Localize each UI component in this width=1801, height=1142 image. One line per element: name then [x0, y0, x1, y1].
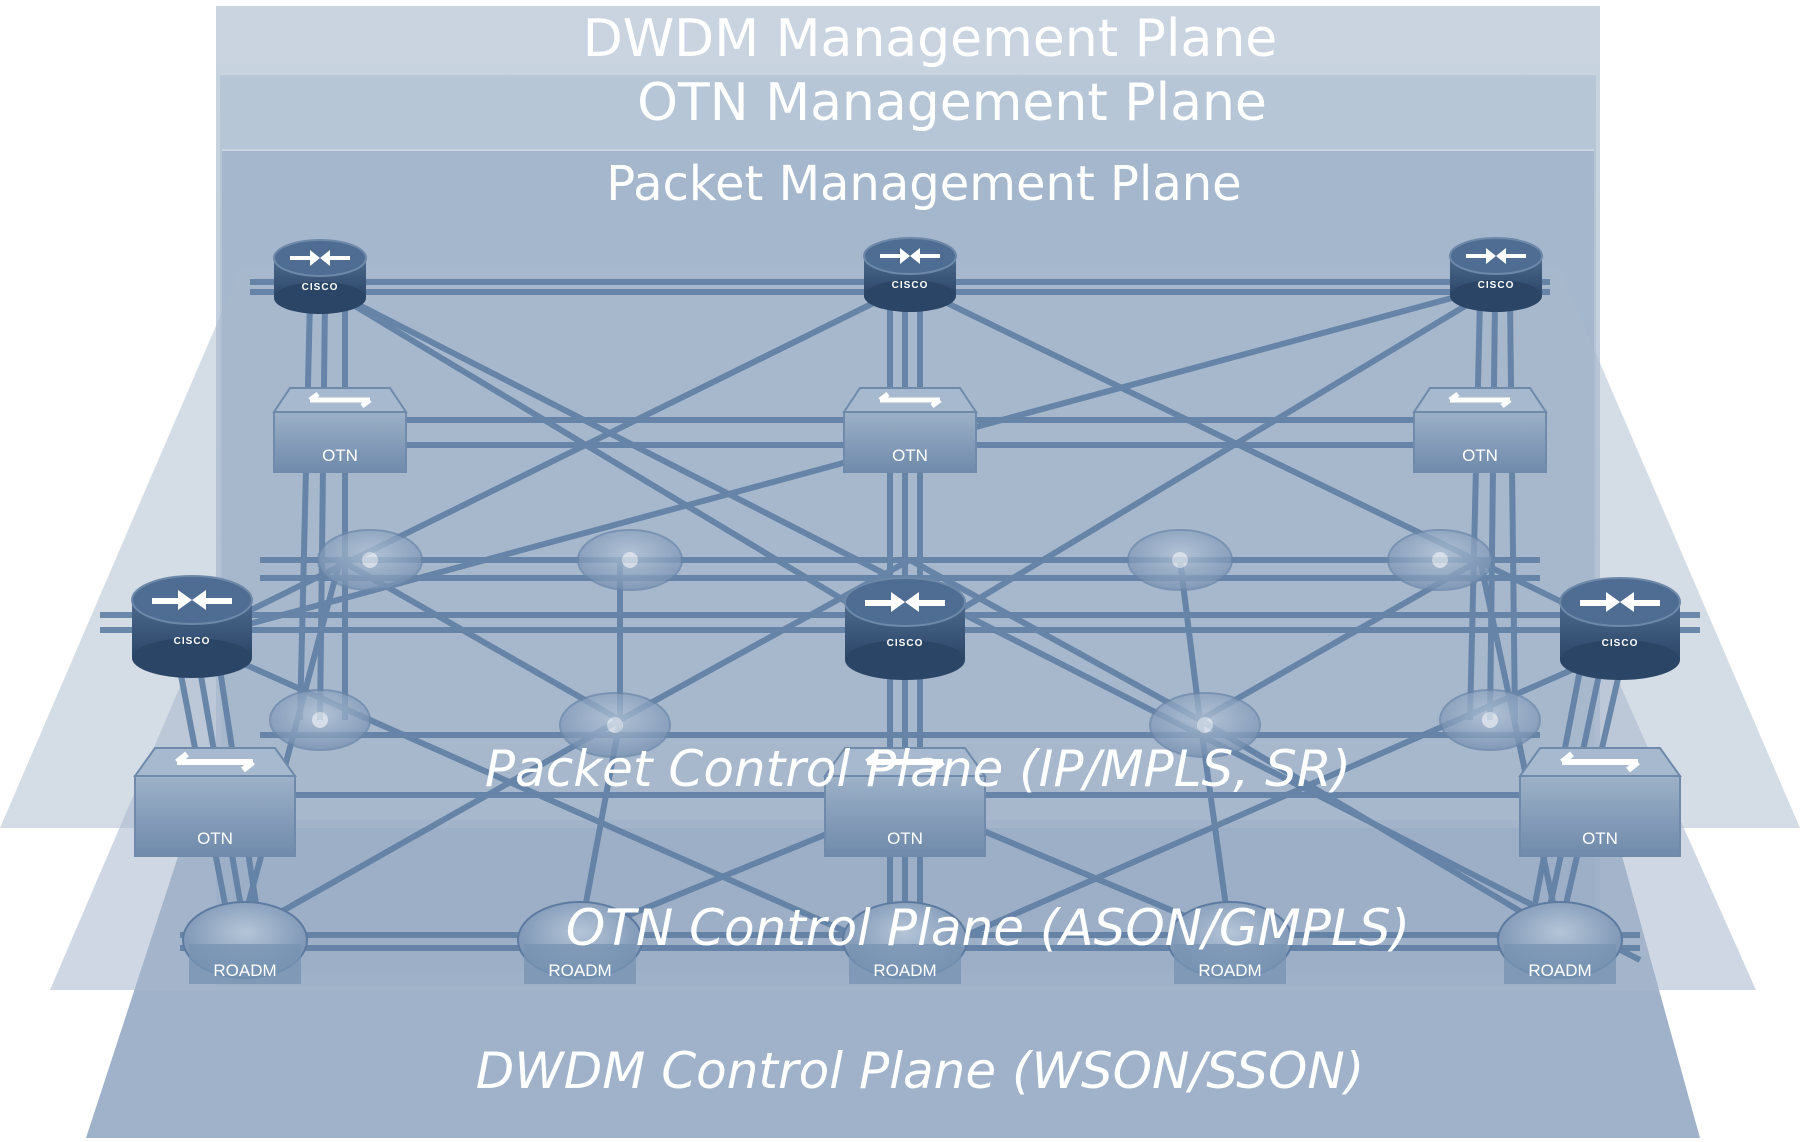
- otn-switch: OTN: [1412, 387, 1548, 473]
- roadm-label: ROADM: [1528, 961, 1591, 980]
- packet-management-plane-label: Packet Management Plane: [606, 156, 1241, 212]
- link: [1487, 299, 1498, 721]
- hub-node: [1127, 529, 1233, 591]
- dwdm-control-plane-label: DWDM Control Plane (WSON/SSON): [476, 1042, 1364, 1100]
- routers: CISCO CISCO CISCO: [131, 237, 1681, 680]
- roadm-label: ROADM: [213, 961, 276, 980]
- otn-switch: OTN: [842, 387, 978, 473]
- hub-node: [317, 529, 423, 591]
- packet-hubs: [269, 529, 1541, 758]
- otn-management-plane-label: OTN Management Plane: [637, 73, 1267, 133]
- roadm-label: ROADM: [548, 961, 611, 980]
- router-node: CISCO: [1559, 577, 1681, 680]
- router-node: CISCO: [273, 239, 367, 314]
- router-arrows-icon: [1580, 592, 1660, 612]
- link: [1198, 717, 1562, 938]
- cisco-logo: CISCO: [302, 282, 339, 293]
- cisco-logo: CISCO: [1602, 638, 1639, 649]
- link: [908, 557, 1202, 723]
- cisco-logo: CISCO: [892, 280, 929, 291]
- hub-node: [559, 692, 671, 758]
- otn-switch: OTN: [272, 387, 408, 473]
- packet-control-plane: [0, 270, 1800, 828]
- link: [1467, 299, 1483, 721]
- link: [297, 299, 313, 721]
- hub-node: [1439, 689, 1541, 751]
- plane-labels: DWDM Management Plane OTN Management Pla…: [476, 9, 1410, 1100]
- router-arrows-icon: [1466, 248, 1526, 264]
- otn-switch: OTN: [1518, 747, 1682, 857]
- otn-control-plane-label: OTN Control Plane (ASON/GMPLS): [566, 899, 1410, 957]
- otn-label: OTN: [887, 829, 923, 848]
- roadm-node: ROADM: [517, 901, 643, 984]
- router-node: CISCO: [1449, 237, 1543, 312]
- roadm-nodes: ROADM ROADM ROADM ROADM ROADM: [182, 901, 1623, 984]
- hub-node: [1387, 529, 1493, 591]
- roadm-node: ROADM: [182, 901, 308, 984]
- otn-switches: OTN OTN OTN OTN OTN: [133, 387, 1682, 857]
- roadm-node: ROADM: [1167, 901, 1293, 984]
- otn-switch: OTN: [823, 747, 987, 857]
- link: [317, 299, 328, 721]
- link: [188, 282, 912, 643]
- roadm-label: ROADM: [1198, 961, 1261, 980]
- link: [238, 717, 622, 938]
- router-arrows-icon: [865, 592, 945, 612]
- otn-label: OTN: [1462, 446, 1498, 465]
- cisco-logo: CISCO: [887, 638, 924, 649]
- otn-label: OTN: [197, 829, 233, 848]
- otn-label: OTN: [322, 446, 358, 465]
- dwdm-management-plane-label: DWDM Management Plane: [583, 9, 1278, 69]
- link: [908, 637, 1642, 963]
- otn-label: OTN: [1582, 829, 1618, 848]
- router-arrows-icon: [152, 590, 232, 610]
- hub-node: [1149, 692, 1261, 758]
- link: [318, 282, 912, 643]
- otn-switch: OTN: [133, 747, 297, 857]
- router-arrows-icon: [880, 248, 940, 264]
- otn-label: OTN: [892, 446, 928, 465]
- router-node: CISCO: [131, 575, 253, 678]
- link: [908, 282, 1642, 643]
- roadm-label: ROADM: [873, 961, 936, 980]
- cisco-logo: CISCO: [1478, 280, 1515, 291]
- packet-control-plane-label: Packet Control Plane (IP/MPLS, SR): [485, 740, 1351, 798]
- hub-node: [269, 689, 371, 751]
- link: [1507, 299, 1518, 721]
- cisco-logo: CISCO: [174, 636, 211, 647]
- hub-node: [577, 529, 683, 591]
- link: [908, 282, 1502, 643]
- roadm-node: ROADM: [842, 901, 968, 984]
- link: [318, 282, 1642, 963]
- roadm-node: ROADM: [1497, 901, 1623, 984]
- router-node: CISCO: [863, 237, 957, 312]
- router-node: CISCO: [844, 577, 966, 680]
- router-arrows-icon: [290, 250, 350, 266]
